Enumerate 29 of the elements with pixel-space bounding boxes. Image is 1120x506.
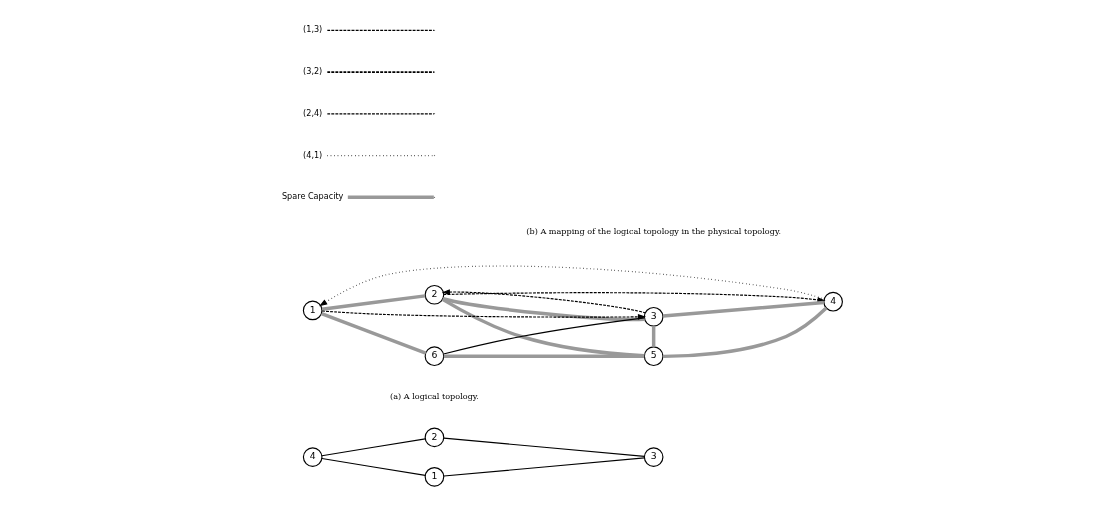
label: (a) A logical topology. xyxy=(389,390,479,401)
node-circle: 4 xyxy=(302,447,323,467)
connector xyxy=(321,457,426,476)
label: (b) A mapping of the logical topology in the physical topology. xyxy=(526,226,782,237)
legend-label: (2,4) xyxy=(303,107,323,118)
connector xyxy=(443,457,645,477)
connector xyxy=(321,438,426,457)
connector xyxy=(651,326,656,347)
legend-label: (1,3) xyxy=(303,24,323,35)
connector xyxy=(320,311,427,355)
connector xyxy=(321,294,426,311)
node-circle: 1 xyxy=(424,467,445,487)
connector xyxy=(442,317,645,355)
node-circle: 5 xyxy=(643,346,664,367)
connector xyxy=(662,306,828,359)
node-circle: 3 xyxy=(643,306,664,327)
node-circle: 6 xyxy=(424,346,445,367)
node-circle: 2 xyxy=(424,427,445,448)
node-circle: 1 xyxy=(302,300,323,321)
legend-label: (4,1) xyxy=(303,149,323,160)
connector xyxy=(662,300,824,318)
arrow xyxy=(441,289,646,314)
node-circle: 2 xyxy=(424,284,445,305)
legend-label: Spare Capacity xyxy=(281,191,344,202)
node-circle: 4 xyxy=(823,291,843,312)
connector xyxy=(443,437,645,457)
node-circle: 3 xyxy=(643,447,664,467)
legend-label: (3,2) xyxy=(303,66,323,77)
connector xyxy=(443,354,645,358)
